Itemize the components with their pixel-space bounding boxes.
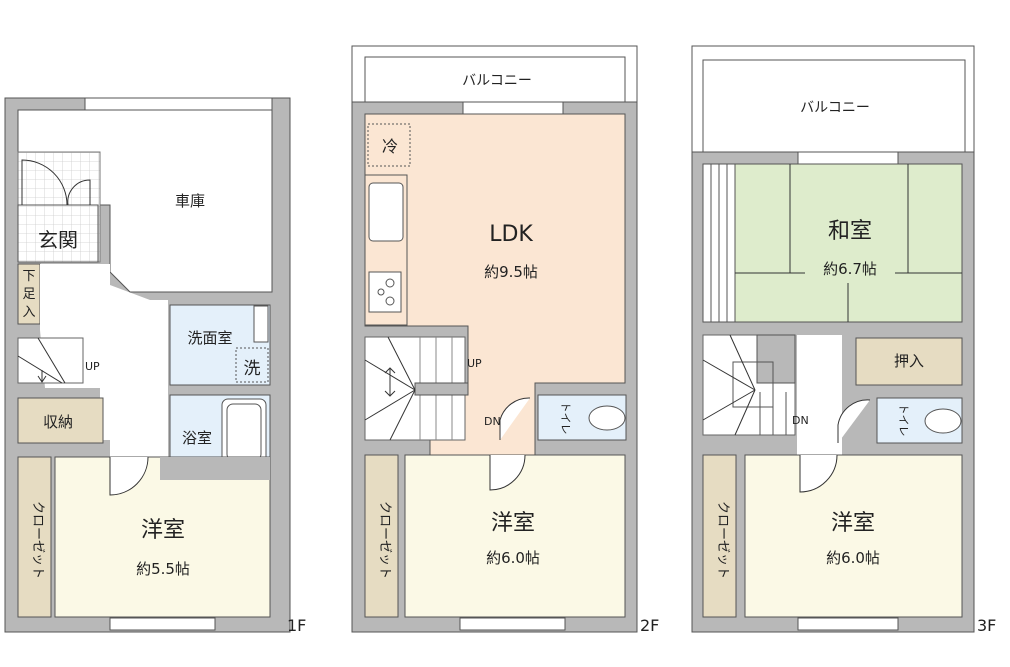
- tatami-lines: [735, 164, 962, 322]
- label-3f-balcony: バルコニー: [800, 100, 870, 116]
- toilet-bowl: [924, 408, 962, 434]
- label-2f-closet: クローゼット: [377, 501, 392, 579]
- stair-line: [17, 355, 63, 384]
- burner: [385, 278, 395, 288]
- 1f-room-door-arc: [109, 456, 149, 496]
- label-3f-floor: 3F: [977, 616, 996, 635]
- floor-1f: [4, 97, 291, 633]
- label-oshiire: 押入: [894, 352, 924, 370]
- label-3f-dn: DN: [792, 414, 809, 427]
- stove: [368, 271, 402, 313]
- label-2f-up: UP: [467, 357, 482, 370]
- label-1f-up: UP: [85, 360, 100, 373]
- label-shoe-storage-3: 入: [22, 305, 35, 320]
- label-3f-closet: クローゼット: [715, 501, 730, 579]
- label-entrance: 玄関: [38, 228, 78, 252]
- garage-opening: [84, 97, 273, 111]
- stair-arrow-icon: [37, 370, 47, 383]
- 1f-window: [109, 617, 216, 631]
- burner: [377, 288, 385, 296]
- entrance-door-arc-small: [67, 179, 91, 206]
- 1f-storage: [17, 397, 104, 444]
- label-2f-dn: DN: [484, 415, 501, 428]
- 3f-closet: [702, 454, 737, 618]
- 1f-hallway: [40, 264, 168, 465]
- 2f-balcony: [364, 56, 626, 103]
- label-bathroom: 浴室: [182, 429, 212, 447]
- label-japanese-room: 和室: [828, 219, 872, 244]
- label-2f-floor: 2F: [640, 616, 659, 635]
- 3f-hall: [797, 335, 842, 455]
- floor-3f: [691, 45, 975, 633]
- label-washroom: 洗面室: [187, 329, 232, 347]
- 2f-western-room: [404, 454, 626, 618]
- fridge-space: [367, 123, 411, 167]
- washroom: [169, 304, 271, 386]
- label-shoe-storage-1: 下: [22, 269, 35, 284]
- label-shoe-storage-2: 足: [22, 287, 35, 302]
- label-2f-balcony: バルコニー: [462, 73, 532, 89]
- label-3f-western-room: 洋室: [831, 511, 875, 536]
- label-japanese-room-size: 約6.7帖: [823, 260, 877, 278]
- label-ldk: LDK: [489, 222, 533, 247]
- entrance-door-arc: [21, 159, 68, 206]
- label-2f-western-room-size: 約6.0帖: [486, 549, 540, 567]
- label-1f-storage: 収納: [43, 413, 73, 431]
- 2f-toilet-door: [499, 397, 531, 440]
- 1f-wall-notch: [160, 457, 270, 480]
- label-1f-western-room-size: 約5.5帖: [136, 560, 190, 578]
- stair-arrow-icon: [384, 367, 396, 397]
- 1f-closet: [17, 456, 52, 618]
- label-1f-closet-text: クローゼット: [30, 501, 45, 579]
- label-1f-western-room: 洋室: [141, 518, 185, 543]
- stair-treads: [419, 337, 453, 440]
- entrance-area: [17, 204, 99, 263]
- label-2f-toilet: トイレ: [559, 402, 572, 435]
- 2f-balcony-window: [462, 101, 564, 115]
- 3f-toilet-door: [837, 399, 871, 443]
- stair-landing-wall: [414, 382, 469, 396]
- stair-line: [37, 337, 66, 384]
- stair-core: [756, 334, 796, 384]
- label-laundry: 洗: [244, 359, 261, 379]
- label-1f-floor: 1F: [287, 616, 306, 635]
- oshiire: [855, 337, 963, 386]
- label-garage: 車庫: [175, 192, 205, 210]
- 3f-western-room: [744, 454, 963, 618]
- label-3f-toilet: トイレ: [897, 404, 910, 437]
- floor-2f: [351, 45, 638, 633]
- label-2f-western-room: 洋室: [491, 511, 535, 536]
- washing-machine-space: [235, 347, 269, 383]
- 2f-room-door-arc: [489, 454, 526, 491]
- kitchen-sink: [368, 182, 404, 242]
- 3f-room-door-arc: [799, 454, 838, 493]
- bathtub: [221, 398, 267, 466]
- toilet-bowl: [588, 405, 626, 431]
- sink: [253, 305, 269, 343]
- 3f-balcony-window: [797, 151, 899, 165]
- label-3f-western-room-size: 約6.0帖: [826, 549, 880, 567]
- burner: [385, 296, 395, 306]
- label-fridge: 冷: [382, 137, 398, 156]
- 2f-closet: [364, 454, 399, 618]
- label-ldk-size: 約9.5帖: [484, 263, 538, 281]
- 1f-western-room: [54, 456, 271, 618]
- 3f-window: [797, 617, 899, 631]
- 2f-window: [459, 617, 566, 631]
